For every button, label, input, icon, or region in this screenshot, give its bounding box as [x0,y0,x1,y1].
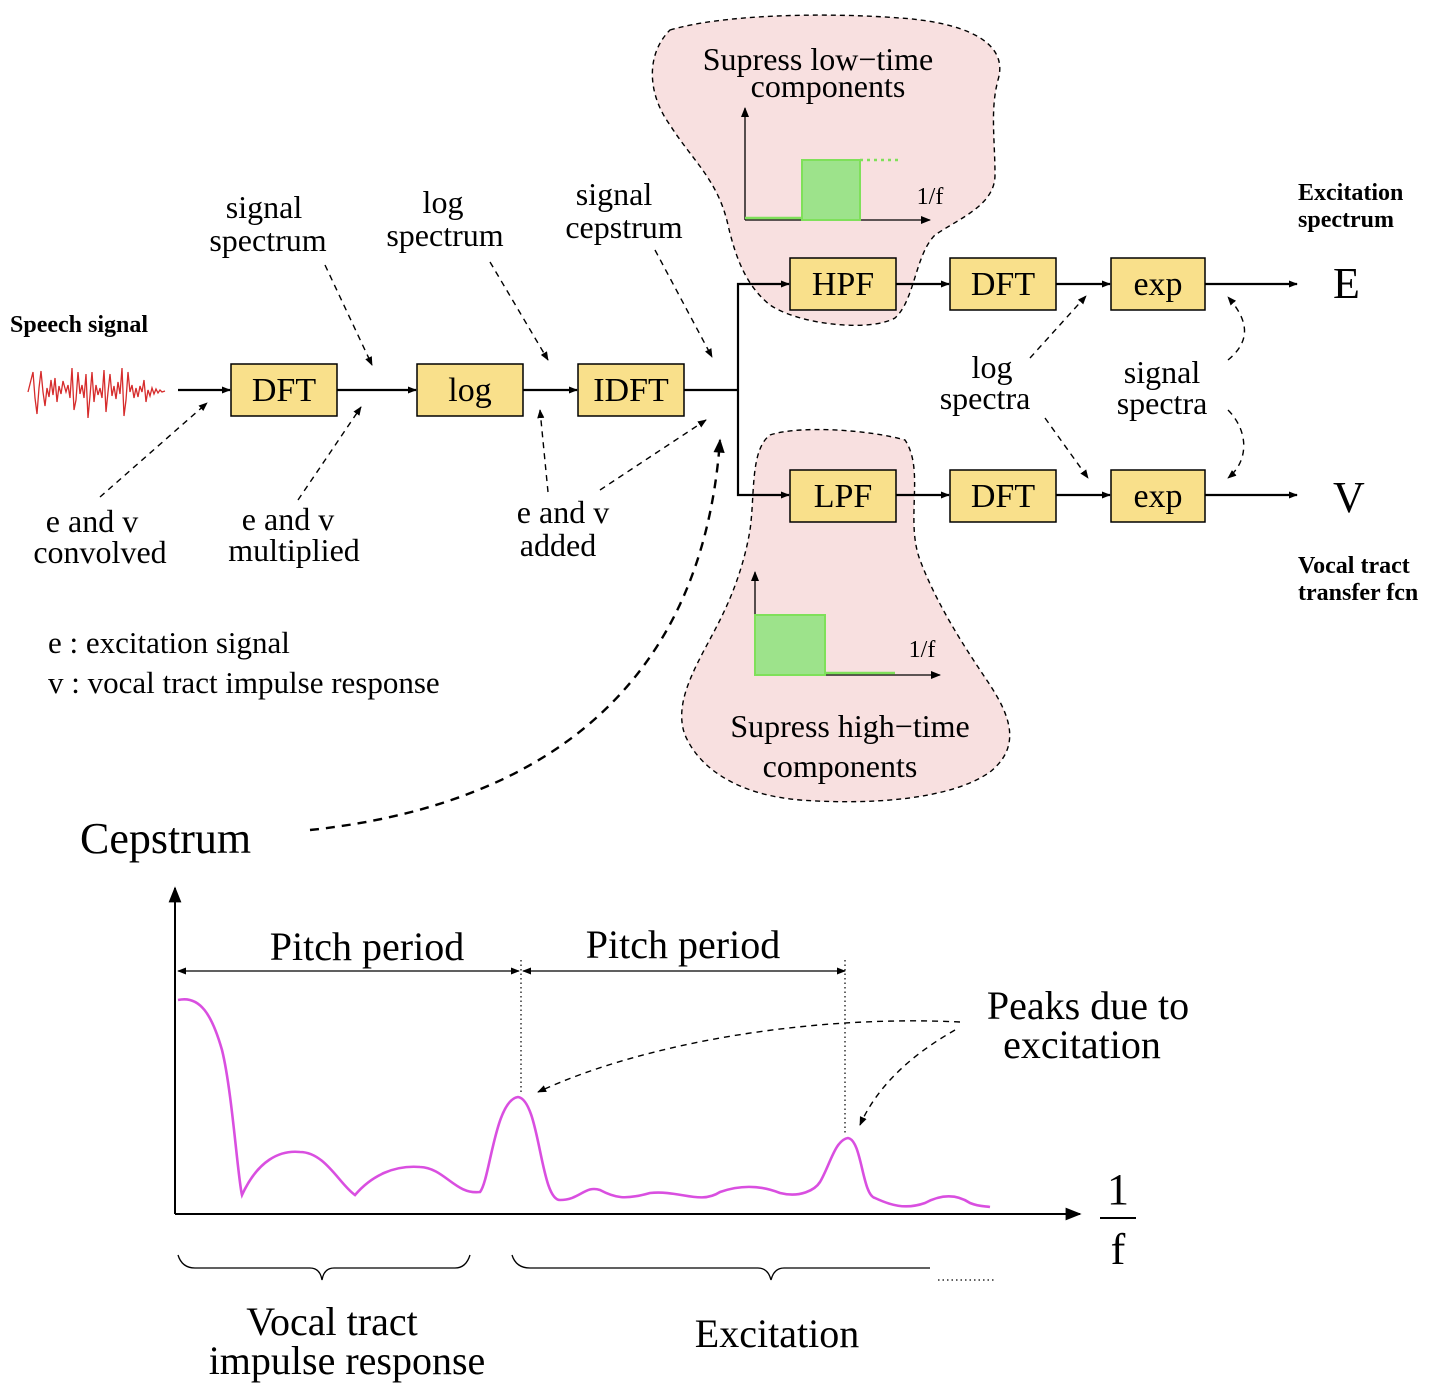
v-symbol: V [1333,473,1365,522]
log-spectra-annotation: log spectra [940,349,1031,416]
vocal-tract-impulse-line1: Vocal tract [246,1299,417,1344]
e-symbol: E [1333,259,1360,308]
highpass-filter-graph: 1/f [741,107,944,224]
ev-multiplied-line2: multiplied [228,532,360,568]
lowpass-filter-graph: 1/f [751,571,941,679]
highpass-region: Supress low−time components 1/f [651,14,1001,326]
ev-added-annotation: e and v added [517,494,609,563]
log-spectrum-annotation: log spectrum [386,184,503,253]
cepstrum-plot: Cepstrum 1 f Pitch period Pitch period P… [80,814,1189,1383]
flow-arrows [178,280,1298,499]
excitation-spectrum-line1: Excitation [1298,180,1403,206]
signal-cepstrum-line2: cepstrum [565,209,682,245]
peaks-label-line1: Peaks due to [987,983,1189,1028]
highpass-title-line1: Supress low−time [703,41,933,77]
log-box-label: log [448,372,491,409]
exp-top-box: exp [1110,257,1206,311]
dft-top-box: DFT [949,257,1057,311]
speech-signal-label: Speech signal [10,312,148,338]
idft-box: IDFT [577,363,685,417]
lowpass-region: 1/f Supress high−time components [680,428,1011,803]
exp-top-box-label: exp [1133,266,1182,303]
hpf-box-label: HPF [812,266,874,303]
cepstrum-curve [177,997,991,1209]
exp-bottom-box-label: exp [1133,478,1182,515]
signal-cepstrum-line1: signal [576,176,653,212]
dft-top-box-label: DFT [971,266,1035,303]
legend-e: e : excitation signal [48,625,290,660]
speech-waveform [27,367,166,419]
lowpass-title-line2: components [763,748,918,784]
ev-added-line2: added [520,527,596,563]
peaks-arrow-1 [537,1020,961,1093]
idft-box-label: IDFT [593,372,669,409]
signal-cepstrum-annotation: signal cepstrum [565,176,682,245]
log-spectra-line2: spectra [940,380,1031,416]
legend-v: v : vocal tract impulse response [48,665,440,700]
signal-spectrum-line2: spectrum [209,222,326,258]
highpass-axis-label: 1/f [917,184,944,210]
cepstrum-title: Cepstrum [80,814,251,863]
lowpass-axis-label: 1/f [909,637,936,663]
excitation-spectrum-line2: spectrum [1298,207,1394,233]
peaks-arrow-2 [859,1029,956,1126]
highpass-title-line2: components [751,68,906,104]
signal-spectra-line1: signal [1124,354,1201,390]
output-v: V Vocal tract transfer fcn [1298,473,1418,606]
log-spectra-line1: log [972,349,1013,385]
dft-box: DFT [230,363,338,417]
output-e: Excitation spectrum E [1298,180,1403,308]
ev-convolved-line2: convolved [33,534,166,570]
vocal-tract-line2: transfer fcn [1298,580,1418,606]
annotation-arrows [99,249,1246,832]
signal-spectrum-annotation: signal spectrum [209,189,326,258]
signal-spectrum-line1: signal [226,189,303,225]
vocal-tract-impulse-line2: impulse response [209,1338,486,1383]
excitation-label: Excitation [695,1311,859,1356]
ev-convolved-line1: e and v [46,503,138,539]
ev-added-line1: e and v [517,494,609,530]
dft-bottom-box: DFT [949,469,1057,523]
ev-multiplied-line1: e and v [242,501,334,537]
signal-spectra-line2: spectra [1117,385,1208,421]
log-box: log [416,363,524,417]
log-spectrum-line1: log [423,184,464,220]
vocal-tract-brace [177,1254,471,1281]
dft-box-label: DFT [252,372,316,409]
log-spectrum-line2: spectrum [386,217,503,253]
x-axis-numerator: 1 [1107,1165,1129,1214]
lpf-box-label: LPF [814,478,873,515]
legend: e : excitation signal v : vocal tract im… [48,625,440,700]
ev-multiplied-annotation: e and v multiplied [228,501,360,568]
hpf-box: HPF [789,257,897,311]
exp-bottom-box: exp [1110,469,1206,523]
pitch-period-label-1: Pitch period [270,924,464,969]
lpf-box: LPF [789,469,897,523]
dft-bottom-box-label: DFT [971,478,1035,515]
excitation-brace [511,1254,930,1281]
vocal-tract-line1: Vocal tract [1298,553,1410,579]
pitch-period-label-2: Pitch period [586,922,780,967]
signal-spectra-annotation: signal spectra [1117,354,1208,421]
ev-convolved-annotation: e and v convolved [33,503,166,570]
lowpass-title-line1: Supress high−time [730,708,969,744]
x-axis-denominator: f [1111,1225,1126,1274]
peaks-label-line2: excitation [1003,1022,1161,1067]
